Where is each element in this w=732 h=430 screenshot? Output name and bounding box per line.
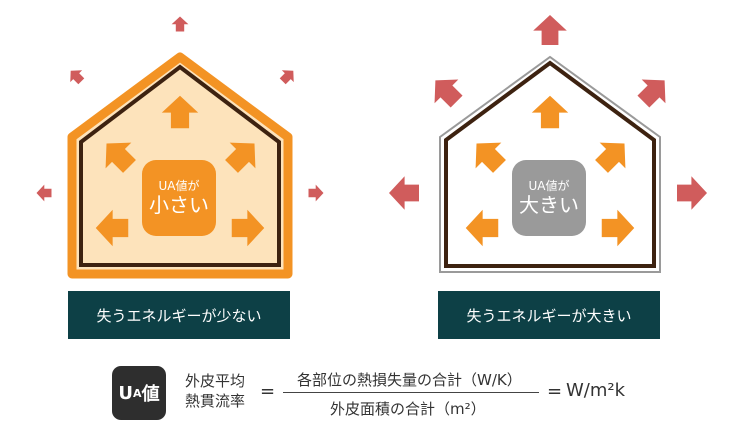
badge-value: 値 xyxy=(141,384,160,405)
left-label: 失うエネルギーが少ない xyxy=(68,291,290,339)
right-inner-arrow-up-right-icon xyxy=(595,142,626,173)
right-inner-arrow-up-icon xyxy=(531,95,569,129)
unit: W/m²k xyxy=(566,380,626,401)
left-center-small: UA値が xyxy=(158,179,200,193)
term: 外皮平均 熱貫流率 xyxy=(185,371,245,411)
left-heat-arrow-left-icon xyxy=(36,184,52,202)
right-center-box: UA値が 大きい xyxy=(512,160,586,236)
right-heat-arrow-left-icon xyxy=(389,176,419,210)
equals-1: = xyxy=(260,381,276,402)
left-inner-arrow-up-right-icon xyxy=(225,142,256,173)
left-heat-arrow-up-right-icon xyxy=(279,70,294,85)
badge-a: A xyxy=(133,386,142,400)
right-center-big: 大きい xyxy=(519,193,579,217)
left-inner-arrow-up-left-icon xyxy=(105,142,136,173)
right-center-small: UA値が xyxy=(528,179,570,193)
left-center-box: UA値が 小さい xyxy=(142,160,216,236)
left-heat-arrow-up-icon xyxy=(171,16,189,32)
left-house-inner-line xyxy=(79,64,281,267)
right-heat-arrow-up-left-icon xyxy=(434,79,463,108)
term-line2: 熱貫流率 xyxy=(185,392,246,410)
right-label: 失うエネルギーが大きい xyxy=(438,291,660,339)
left-center-big: 小さい xyxy=(149,193,209,217)
denominator: 外皮面積の合計（m²） xyxy=(330,400,486,418)
badge-u: U xyxy=(118,382,134,404)
equals-2: = xyxy=(547,381,563,402)
term-line1: 外皮平均 xyxy=(185,372,246,390)
left-heat-arrow-right-icon xyxy=(308,184,324,202)
right-heat-arrow-up-icon xyxy=(533,15,567,45)
right-heat-arrow-right-icon xyxy=(677,176,707,210)
fraction-bar xyxy=(283,392,539,393)
right-inner-arrow-up-left-icon xyxy=(475,142,506,173)
right-heat-arrow-up-right-icon xyxy=(637,79,666,108)
right-house-inner-line xyxy=(444,60,656,268)
numerator: 各部位の熱損失量の合計（W/K） xyxy=(297,371,522,389)
left-heat-arrow-up-left-icon xyxy=(70,70,85,85)
